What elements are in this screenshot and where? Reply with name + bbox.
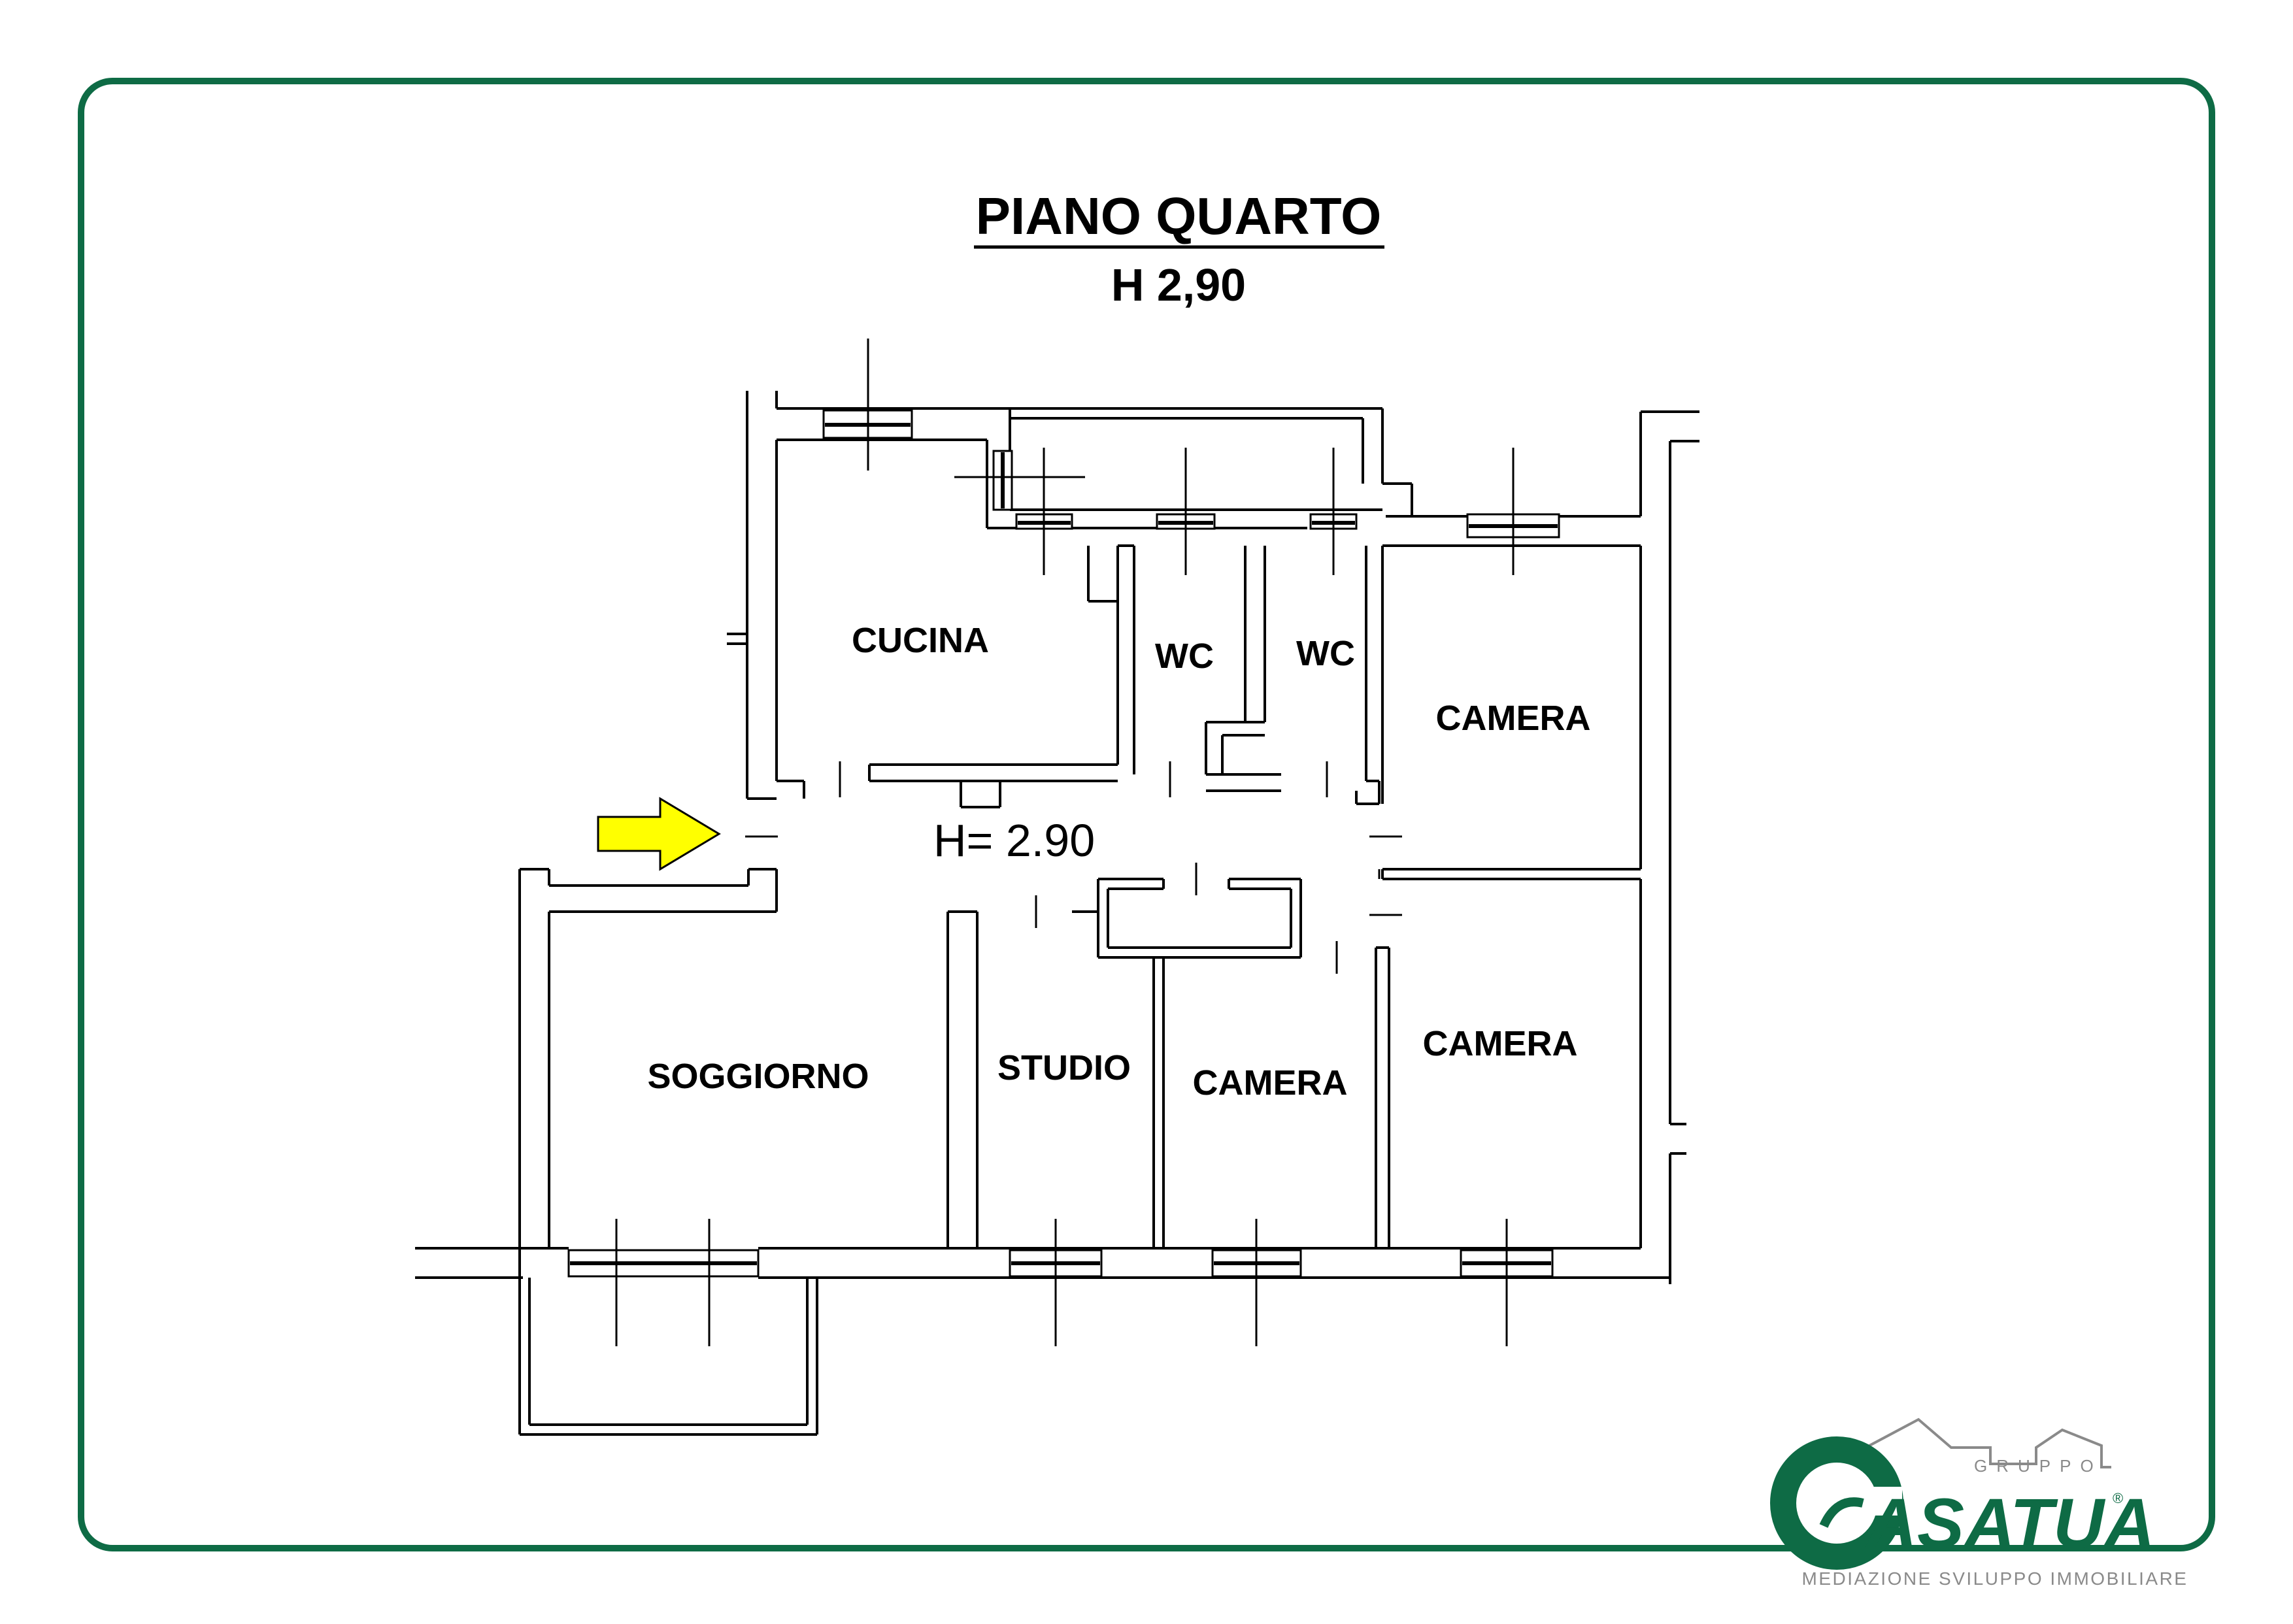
entrance-arrow <box>597 797 721 871</box>
plan-subtitle: H 2,90 <box>1111 259 1246 310</box>
room-label-soggiorno: SOGGIORNO <box>647 1057 869 1096</box>
logo-group-text: GRUPPO <box>1974 1456 2103 1476</box>
room-label-wc-2: WC <box>1296 634 1355 673</box>
room-label-camera-se: CAMERA <box>1423 1024 1578 1063</box>
walls <box>415 391 1699 1436</box>
room-label-cucina: CUCINA <box>852 621 989 660</box>
door-marks <box>745 761 1402 974</box>
logo-tagline: MEDIAZIONE SVILUPPO IMMOBILIARE <box>1802 1568 2188 1589</box>
window-axes <box>615 339 1515 1346</box>
company-logo: GRUPPO ASATUA ® MEDIAZIONE SVILUPPO IMMO… <box>1770 1417 2188 1589</box>
plan-title: PIANO QUARTO <box>976 187 1382 245</box>
room-label-camera-ne: CAMERA <box>1436 699 1591 738</box>
logo-name-text: ASATUA <box>1864 1483 2155 1563</box>
room-label-wc-1: WC <box>1155 637 1214 676</box>
room-label-studio: STUDIO <box>997 1048 1131 1087</box>
logo-registered-mark: ® <box>2113 1490 2123 1506</box>
room-label-camera-s: CAMERA <box>1193 1063 1348 1102</box>
page-frame <box>78 78 2215 1551</box>
logo-roofline <box>1868 1417 2111 1468</box>
plan-height-label: H= 2.90 <box>933 815 1095 866</box>
logo-swirl <box>1819 1497 1864 1529</box>
